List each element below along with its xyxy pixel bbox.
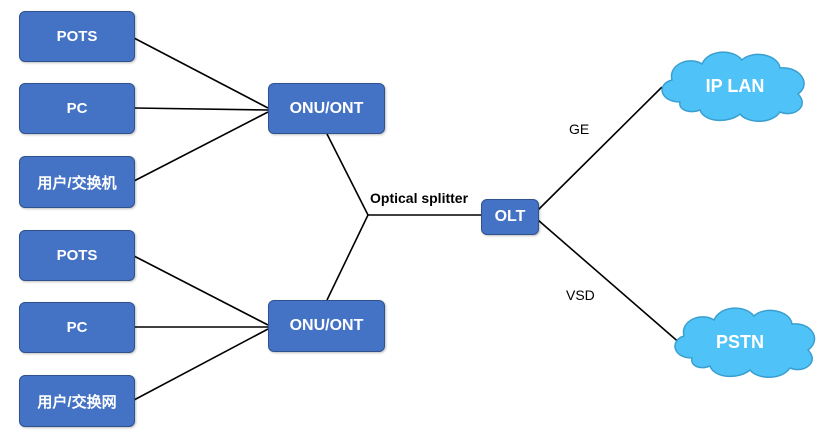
link-pc-top-onu: [133, 107, 269, 111]
device-label: PC: [66, 100, 88, 117]
device-label: PC: [66, 319, 88, 336]
device-label: POTS: [56, 28, 98, 45]
link-switch-top-onu: [133, 111, 269, 182]
onu-ont-top[interactable]: ONU/ONT: [268, 83, 385, 134]
link-bottom-onu-splitter: [326, 214, 369, 301]
ge-label: GE: [569, 121, 590, 137]
cloud-ip-lan-label: IP LAN: [705, 76, 765, 96]
link-pots-bottom-onu: [133, 255, 269, 326]
splitter-label: Optical splitter: [370, 190, 469, 206]
link-olt-pstn: [537, 219, 683, 346]
link-olt-ip-lan: [537, 86, 663, 211]
olt-label: OLT: [494, 208, 526, 225]
olt-box[interactable]: OLT: [481, 199, 539, 235]
device-pots-top[interactable]: POTS: [19, 11, 135, 62]
cloud-pstn-shape: [674, 307, 816, 378]
onu-ont-bottom[interactable]: ONU/ONT: [268, 300, 385, 352]
device-pc-top[interactable]: PC: [19, 83, 135, 134]
device-pots-bottom[interactable]: POTS: [19, 230, 135, 281]
device-switch-top[interactable]: 用户/交换机: [19, 156, 135, 208]
device-pc-bottom[interactable]: PC: [19, 302, 135, 353]
device-label: POTS: [56, 247, 98, 264]
onu-label: ONU/ONT: [289, 99, 364, 117]
link-top-onu-splitter: [326, 133, 369, 216]
vsd-label: VSD: [566, 287, 595, 303]
link-pots-top-onu: [133, 37, 269, 109]
cloud-ip-lan-shape: [661, 51, 805, 122]
device-switch-bottom[interactable]: 用户/交换网: [19, 375, 135, 427]
link-switch-bottom-onu: [133, 328, 269, 401]
onu-label: ONU/ONT: [289, 317, 364, 334]
device-label: 用户/交换网: [37, 393, 117, 411]
cloud-pstn-label: PSTN: [715, 332, 764, 352]
device-label: 用户/交换机: [37, 174, 117, 192]
